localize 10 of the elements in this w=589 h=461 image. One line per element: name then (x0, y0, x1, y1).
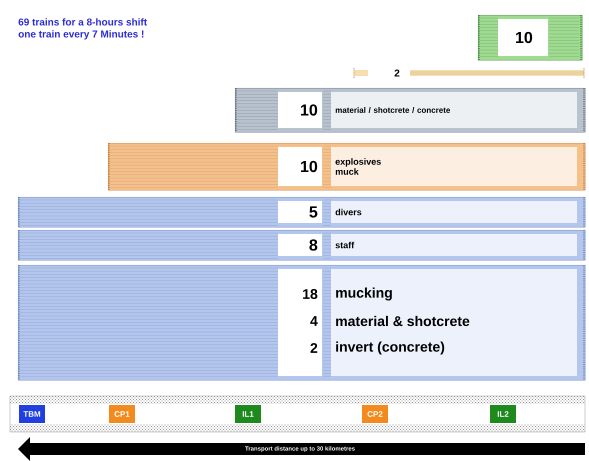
train-band: 5 divers (18, 196, 586, 228)
train-band: 18 mucking 4 material & shotcrete 2 invert (concrete) (18, 264, 586, 381)
track (10, 396, 586, 432)
train-band: 10 explosives muck (108, 142, 586, 191)
train-band: 10 (478, 14, 582, 61)
node-label: 2 (394, 70, 400, 76)
train-band: 2 (353, 67, 585, 79)
train-band: 10 material / shotcrete / concrete (235, 87, 586, 133)
train-band: 8 staff (18, 229, 586, 261)
heading: 69 trains for a 8-hours shift one train every 7 Minutes ! (18, 18, 147, 40)
